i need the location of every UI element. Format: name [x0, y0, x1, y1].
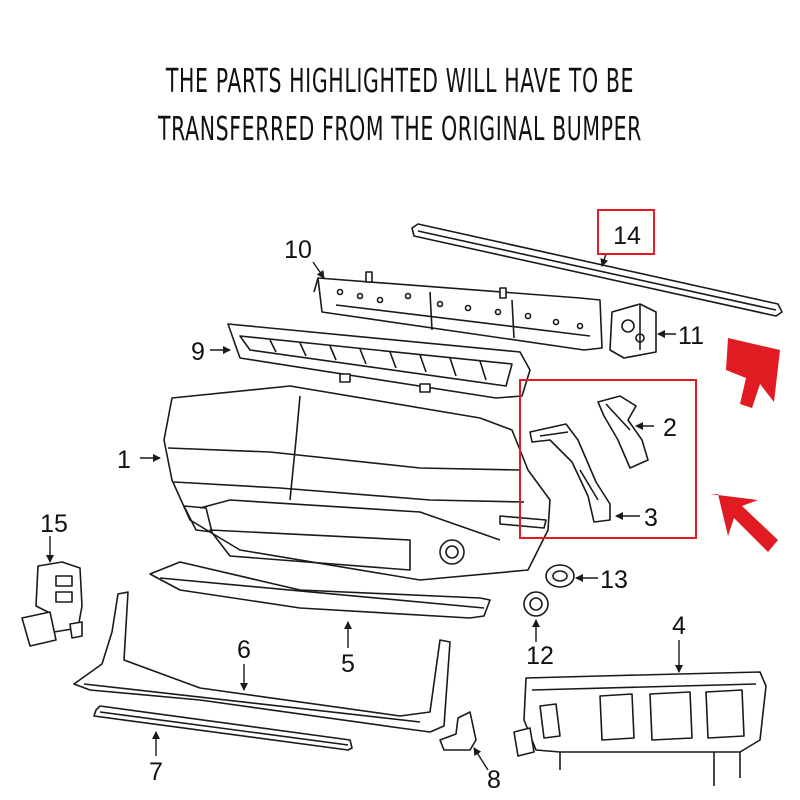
part-8-small-bracket	[439, 711, 477, 751]
part-1-bumper-fascia	[163, 385, 551, 581]
part-5-lower-spoiler	[149, 561, 491, 619]
callout-15: 15	[40, 510, 68, 538]
callout-4: 4	[672, 612, 686, 640]
highlight-box-parts-2-3	[519, 379, 697, 539]
callout-12: 12	[526, 642, 554, 670]
headline-line-2: TRANSFERRED FROM THE ORIGINAL BUMPER	[158, 109, 642, 148]
red-arrow-upper-icon	[726, 338, 780, 408]
callout-6: 6	[237, 636, 251, 664]
part-15-sensor-bracket	[21, 561, 83, 647]
headline-line-1: THE PARTS HIGHLIGHTED WILL HAVE TO BE	[165, 61, 635, 100]
part-12-ring	[523, 591, 549, 617]
callout-5: 5	[341, 650, 355, 678]
callout-8: 8	[487, 766, 501, 794]
callout-1: 1	[117, 446, 131, 474]
part-3-side-bracket	[529, 423, 611, 523]
part-14-molding-strip	[411, 223, 783, 317]
callout-14: 14	[613, 222, 641, 250]
callout-9: 9	[191, 338, 205, 366]
part-9-grille	[227, 323, 531, 399]
callout-13: 13	[600, 566, 628, 594]
part-7-trim-strip	[93, 705, 353, 751]
part-10-reinforcement	[313, 271, 603, 351]
callout-11: 11	[678, 322, 704, 350]
part-4-energy-absorber	[513, 671, 767, 786]
part-13-ring	[545, 564, 575, 588]
part-11-bracket	[609, 303, 657, 359]
callout-10: 10	[284, 236, 312, 264]
red-arrow-lower-icon	[710, 494, 778, 552]
callout-labels: 1 2 3 4 5 6 7 8 9 10 11 12 13 14 15	[40, 222, 704, 794]
part-6-lower-valance	[73, 591, 451, 733]
highlight-box-part-14	[597, 209, 655, 255]
leader-lines	[46, 253, 683, 771]
callout-3: 3	[644, 504, 658, 532]
callout-7: 7	[149, 758, 163, 786]
callout-2: 2	[663, 414, 677, 442]
part-2-upper-bracket	[597, 395, 649, 469]
